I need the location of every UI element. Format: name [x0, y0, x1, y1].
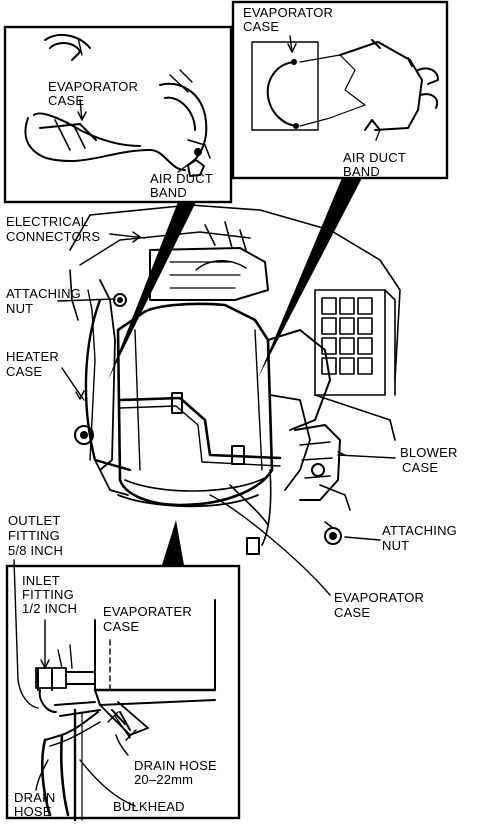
label-inlet-fitting-line1: INLET	[22, 573, 60, 588]
label-evaporator-case-tr-line1: EVAPORATOR	[243, 5, 333, 20]
label-evaporator-case-tr-line2: CASE	[243, 19, 279, 34]
label-drain-hose-size-line1: DRAIN HOSE	[134, 758, 217, 773]
label-attaching-nut-right-line1: ATTACHING	[382, 523, 457, 538]
inset-top-left: EVAPORATOR CASE AIR DUCT BAND	[3, 25, 233, 204]
inset-top-right: EVAPORATOR CASE AIR DUCT BAND	[231, 0, 449, 180]
inset-bottom-left: INLET FITTING 1/2 INCH EVAPORATER CASE D…	[5, 564, 241, 822]
main-assembly-drawing	[69, 204, 401, 555]
label-drain-hose-line2: HOSE	[14, 804, 52, 819]
label-electrical-connectors-line2: CONNECTORS	[6, 229, 100, 244]
label-heater-case-line2: CASE	[6, 364, 42, 379]
label-evaporater-case-line1: EVAPORATER	[103, 604, 192, 619]
label-blower-case-line1: BLOWER	[400, 445, 458, 460]
label-evaporator-case-main-line2: CASE	[334, 605, 370, 620]
label-drain-hose-size-line2: 20–22mm	[134, 772, 193, 787]
label-evaporator-case-tl-line1: EVAPORATOR	[48, 79, 138, 94]
label-heater-case-line1: HEATER	[6, 349, 59, 364]
label-evaporator-case-main-line1: EVAPORATOR	[334, 590, 424, 605]
leader-outlet-fitting	[13, 559, 39, 709]
label-outlet-fitting-line3: 5/8 INCH	[8, 543, 63, 558]
label-air-duct-band-tr-line1: AIR DUCT	[343, 150, 406, 165]
label-evaporator-case-tl-line2: CASE	[48, 93, 84, 108]
label-outlet-fitting-line1: OUTLET	[8, 513, 60, 528]
label-evaporater-case-line2: CASE	[103, 619, 139, 634]
label-attaching-nut-line2: NUT	[6, 301, 33, 316]
label-air-duct-band-tr-line2: BAND	[343, 164, 380, 179]
label-outlet-fitting-line2: FITTING	[8, 528, 60, 543]
label-blower-case-line2: CASE	[402, 460, 438, 475]
label-inlet-fitting-line2: FITTING	[22, 587, 74, 602]
inset-pointer-bottom-left	[162, 520, 184, 565]
inset-pointer-top-left	[108, 202, 196, 380]
label-bulkhead: BULKHEAD	[113, 799, 185, 814]
inset-pointer-top-right	[258, 178, 362, 378]
label-electrical-connectors-line1: ELECTRICAL	[6, 214, 88, 229]
label-attaching-nut-right-line2: NUT	[382, 538, 409, 553]
label-inlet-fitting-line3: 1/2 INCH	[22, 601, 77, 616]
label-drain-hose-line1: DRAIN	[14, 790, 55, 805]
label-attaching-nut-line1: ATTACHING	[6, 286, 81, 301]
label-air-duct-band-tl-line1: AIR DUCT	[150, 171, 213, 186]
label-air-duct-band-tl-line2: BAND	[150, 185, 187, 200]
leader-lines-main	[57, 231, 396, 596]
